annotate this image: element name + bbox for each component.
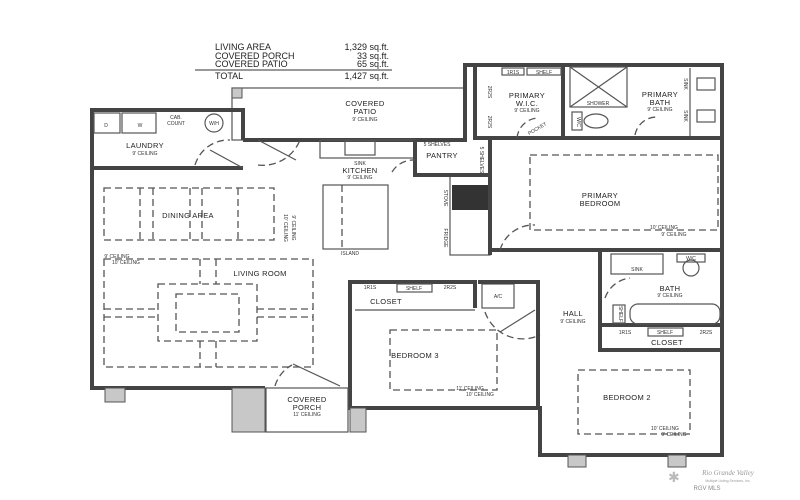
kitchen: SINK KITCHEN 9' CEILING ISLAND STOVE FRI… — [257, 139, 491, 257]
room-label: BEDROOM — [580, 199, 621, 208]
ceiling-label: 9' CEILING — [661, 432, 686, 438]
laundry-room: D W CAB. COUNT W/H LAUNDRY 9' CEILING — [92, 112, 244, 170]
total-label: TOTAL — [215, 71, 243, 81]
primary-bedroom: PRIMARY BEDROOM 10' CEILING 9' CEILING — [488, 154, 722, 255]
shelf-label: SHELF — [617, 306, 623, 322]
room-label: PORCH — [293, 403, 322, 412]
ceiling-label: 9' CEILING — [290, 215, 296, 240]
rod-label: 2R2S — [700, 330, 713, 336]
sink-label: SINK — [682, 110, 688, 122]
ceiling-label: 11' CEILING — [456, 386, 484, 392]
sink-label: SINK — [354, 161, 366, 167]
door-label: POCKET — [527, 121, 548, 136]
logo-text: RGV MLS — [693, 486, 720, 492]
closet-2: 1R1S SHELF 2R2S CLOSET — [619, 327, 713, 347]
room-label: PANTRY — [426, 151, 458, 160]
wc-label: W/C — [575, 117, 581, 127]
covered-porch: COVERED PORCH 11' CEILING — [265, 387, 349, 433]
ceiling-label: 10' CEILING — [651, 426, 679, 432]
room-label: HALL — [563, 309, 583, 318]
room-label: W.I.C. — [516, 99, 538, 108]
room-label: BATH — [650, 98, 671, 107]
ceiling-label: 9' CEILING — [514, 108, 539, 114]
total-value: 1,427 sq.ft. — [344, 71, 389, 81]
shelf-label: SHELF — [406, 286, 422, 292]
primary-wic: 1R1S SHELF 2R2S 2R2S PRIMARY W.I.C. 9' C… — [473, 65, 565, 140]
rod-label: 1R1S — [619, 330, 632, 336]
room-label: PATIO — [354, 107, 377, 116]
area-value: 1,329 sq.ft. — [344, 42, 389, 52]
room-label: CLOSET — [370, 297, 402, 306]
ceiling-label: 9' CEILING — [647, 107, 672, 113]
shelves-label: 5 SHELVES — [424, 142, 452, 148]
island-label: ISLAND — [341, 251, 359, 257]
area-label: COVERED PATIO — [215, 59, 288, 69]
room-label: DINING AREA — [162, 211, 214, 220]
room-label: COVERED — [345, 99, 384, 108]
logo-text: Multiple Listing Services, Inc. — [705, 479, 750, 483]
rod-label: 2R2S — [486, 116, 492, 129]
palm-tree-icon: ✱ — [668, 469, 680, 485]
room-label: BEDROOM 3 — [391, 351, 439, 360]
shelf-label: SHELF — [657, 330, 673, 336]
ceiling-label: 9' CEILING — [347, 175, 372, 181]
ceiling-label: 10' CEILING — [112, 260, 140, 266]
room-label: PRIMARY — [509, 91, 545, 100]
area-value: 33 sq.ft. — [357, 51, 389, 61]
ceiling-label: 10' CEILING — [282, 214, 288, 242]
ac-label: A/C — [494, 294, 503, 300]
area-label: COVERED PORCH — [215, 51, 295, 61]
shelf-label: SHELF — [536, 70, 552, 76]
logo-text: Rio Grande Valley — [701, 469, 755, 477]
bedroom-3: 1R1S SHELF 2R2S CLOSET BEDROOM 3 11' CEI… — [348, 280, 540, 408]
fridge-label: FRIDGE — [442, 229, 448, 249]
room-label: LAUNDRY — [126, 141, 164, 150]
rod-label: 1R1S — [507, 70, 520, 76]
sink-label: SINK — [631, 267, 643, 273]
ceiling-label: 9' CEILING — [657, 293, 682, 299]
rgv-mls-logo: Rio Grande Valley Multiple Listing Servi… — [668, 469, 755, 492]
room-label: COVERED — [287, 395, 326, 404]
bath: SINK W/C BATH 9' CEILING SHELF — [598, 250, 722, 352]
room-label: BEDROOM 2 — [603, 393, 651, 402]
pantry: 5 SHELVES PANTRY 5 SHELVES — [391, 140, 492, 255]
wc-label: W/C — [686, 256, 696, 262]
dryer-label: D — [104, 123, 108, 129]
covered-patio: COVERED PATIO 9' CEILING — [231, 87, 466, 141]
sink-label: SINK — [682, 78, 688, 90]
room-label: PRIMARY — [642, 90, 678, 99]
primary-bath: SHOWER W/C PRIMARY BATH 9' CEILING SINK … — [565, 66, 722, 140]
ceiling-label: 9' CEILING — [132, 151, 157, 157]
cabinet-label: CAB. — [170, 115, 182, 121]
cabinet-label: COUNT — [167, 121, 185, 127]
area-value: 65 sq.ft. — [357, 59, 389, 69]
dining-living: DINING AREA 10' CEILING 9' CEILING 9' CE… — [103, 187, 341, 387]
ceiling-label: 9' CEILING — [104, 254, 129, 260]
room-label: CLOSET — [651, 338, 683, 347]
room-label: PRIMARY — [582, 191, 618, 200]
rod-label: 2R2S — [486, 86, 492, 99]
ceiling-label: 10' CEILING — [466, 392, 494, 398]
shower-label: SHOWER — [587, 101, 610, 107]
ceiling-label: 10' CEILING — [650, 225, 678, 231]
room-label: BATH — [660, 284, 681, 293]
bedroom-2: BEDROOM 2 10' CEILING 9' CEILING — [577, 369, 691, 438]
rod-label: 1R1S — [364, 285, 377, 291]
ceiling-label: 9' CEILING — [352, 117, 377, 123]
area-table: LIVING AREA 1,329 sq.ft. COVERED PORCH 3… — [195, 42, 392, 81]
exterior-walls — [90, 63, 724, 468]
water-heater-label: W/H — [209, 121, 219, 127]
ceiling-label: 9' CEILING — [560, 319, 585, 325]
room-label: KITCHEN — [342, 166, 377, 175]
ceiling-label: 11' CEILING — [293, 412, 321, 418]
rod-label: 2R2S — [444, 285, 457, 291]
shelves-label: 5 SHELVES — [478, 147, 484, 175]
ceiling-label: 9' CEILING — [661, 232, 686, 238]
washer-label: W — [138, 123, 143, 129]
area-label: LIVING AREA — [215, 42, 271, 52]
stove-label: STOVE — [442, 190, 448, 208]
room-label: LIVING ROOM — [233, 269, 286, 278]
hall: A/C HALL 9' CEILING — [481, 283, 586, 340]
